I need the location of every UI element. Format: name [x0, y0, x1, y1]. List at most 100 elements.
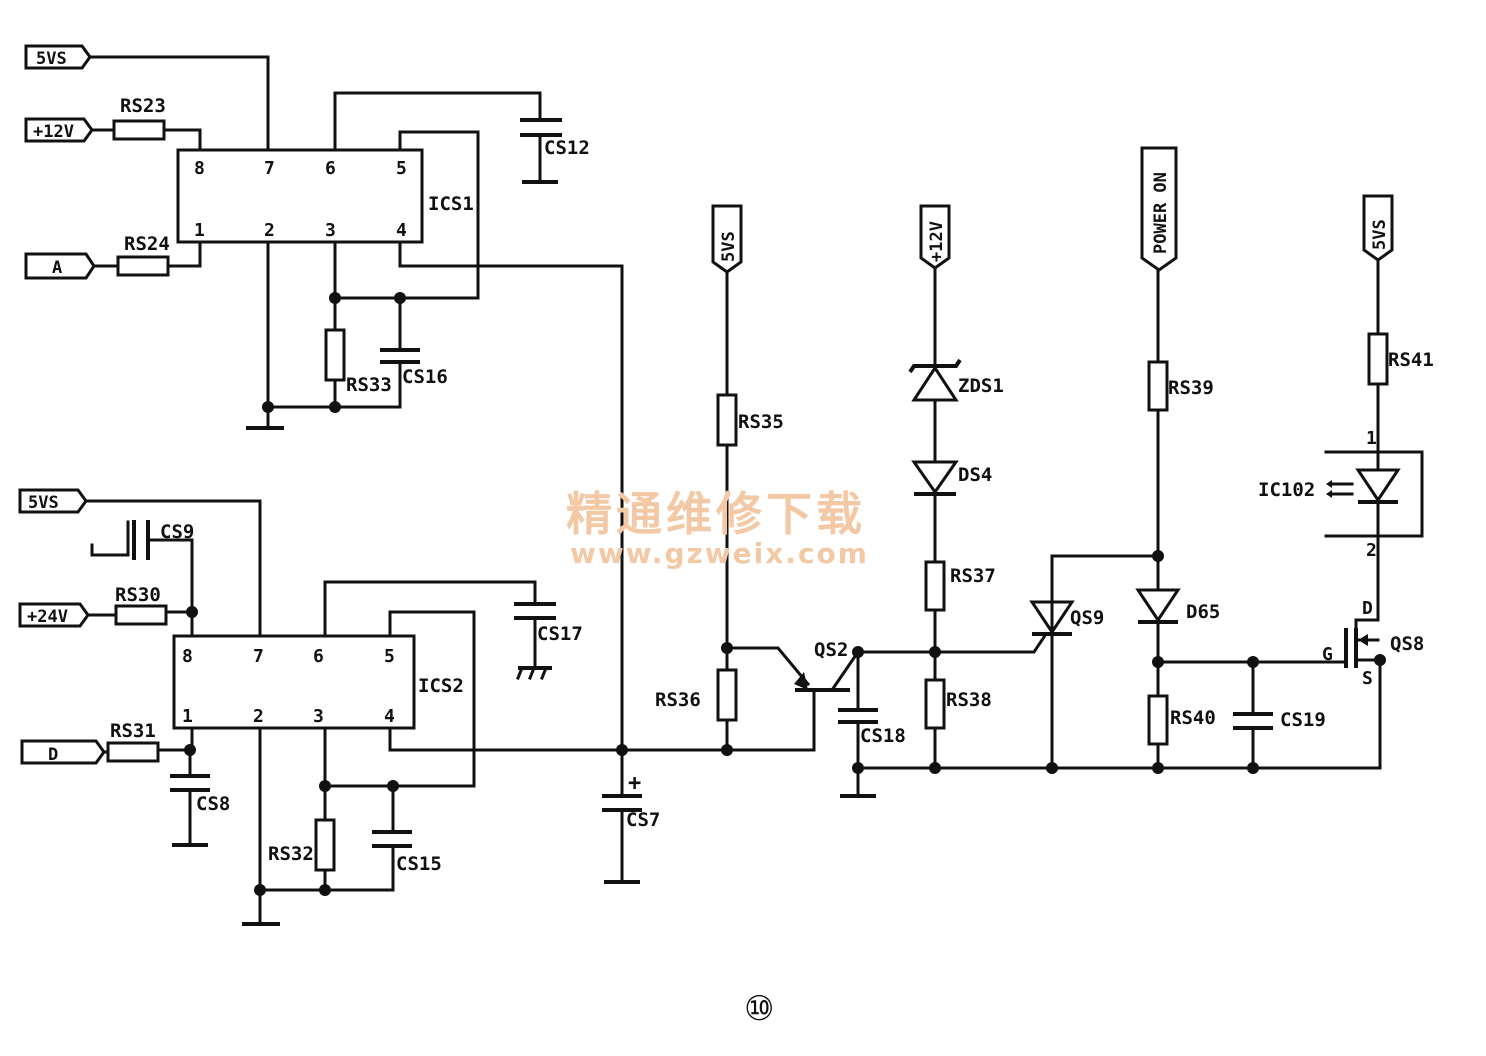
- figure-number: ⑩: [744, 989, 774, 1029]
- rs38-label: RS38: [946, 689, 992, 711]
- ics1-label: ICS1: [428, 193, 474, 215]
- junction-dot: [186, 606, 198, 618]
- ics1-pin-4: 4: [396, 220, 407, 241]
- rs40-label: RS40: [1170, 707, 1216, 729]
- ics1-block: 8 7 6 5 1 2 3 4 ICS1 5VS +12V RS23 A RS2…: [24, 44, 624, 752]
- ic102-label: IC102: [1258, 479, 1315, 501]
- port-5vs-1-label: 5VS: [36, 49, 67, 69]
- light-arrow-icon: [1326, 490, 1332, 498]
- port-5vs-2-label: 5VS: [28, 493, 59, 513]
- ds4-diode-icon: [911, 460, 959, 495]
- ics2-pin-5: 5: [384, 646, 395, 667]
- rs36-label: RS36: [655, 689, 701, 711]
- ic102-body: [1324, 450, 1424, 538]
- cs8-label: CS8: [196, 793, 230, 815]
- cs18-label: CS18: [860, 725, 906, 747]
- ics2-pin-7: 7: [253, 646, 264, 667]
- junction-dot: [262, 401, 274, 413]
- ic102-pin-1: 1: [1366, 428, 1377, 449]
- rs39-resistor: [1147, 360, 1169, 412]
- ics2-pin-6: 6: [313, 646, 324, 667]
- cs17-label: CS17: [537, 623, 583, 645]
- qs8-pin-d: D: [1362, 598, 1373, 619]
- qs2-label: QS2: [814, 639, 848, 661]
- rs31-resistor: [106, 741, 160, 763]
- cs12-label: CS12: [544, 137, 590, 159]
- rs24-resistor: [116, 255, 170, 277]
- rs32-resistor: [314, 818, 336, 872]
- optocoupler-stage: 5VS RS41 1 2 IC102 D G S QS8: [1258, 194, 1434, 689]
- ics1-pin-1: 1: [194, 220, 205, 241]
- rs38-resistor: [924, 678, 946, 730]
- rs40-resistor: [1147, 694, 1169, 746]
- rs37-resistor: [924, 560, 946, 612]
- qs8-pin-g: G: [1322, 644, 1333, 665]
- power-on-chain: POWER ON RS39 D65 RS40 CS19: [1135, 146, 1347, 774]
- qs2-emitter: [725, 646, 811, 687]
- port-24v: [18, 602, 90, 628]
- junction-dot: [1152, 550, 1164, 562]
- qs9-group: QS9: [1029, 554, 1160, 774]
- qs2-stage: 5VS RS35 RS36 QS2 CS18: [655, 204, 938, 798]
- ics2-pin-8: 8: [182, 646, 193, 667]
- port-12v-1-label: +12V: [33, 122, 74, 142]
- junction-dot: [1374, 654, 1386, 666]
- port-12v-v: [919, 204, 951, 270]
- ics2-block: 8 7 6 5 1 2 3 4 ICS2 5VS CS9 +24V RS30 D…: [18, 488, 730, 926]
- ics1-pin-8: 8: [194, 158, 205, 179]
- ics1-body: [176, 148, 424, 244]
- rs41-resistor: [1367, 332, 1389, 386]
- zener-chain: +12V ZDS1 DS4 RS37 RS38: [908, 204, 1049, 774]
- junction-dot: [329, 401, 341, 413]
- ics2-label: ICS2: [418, 675, 464, 697]
- port-5vs-v2: [1362, 194, 1394, 262]
- qs8-pin-s: S: [1362, 668, 1373, 689]
- d65-label: D65: [1186, 601, 1220, 623]
- cs19-label: CS19: [1280, 709, 1326, 731]
- zds1-zener-icon: [911, 365, 959, 402]
- cs7-label: CS7: [626, 809, 660, 831]
- qs9-thyristor-icon: [1029, 600, 1075, 635]
- cs16-label: CS16: [402, 366, 448, 388]
- cs7-plus-sign: +: [628, 771, 641, 796]
- port-d-label: D: [48, 745, 58, 765]
- ics2-body: [172, 634, 416, 730]
- port-5vs-v2-label: 5VS: [1370, 219, 1390, 250]
- zds1-label: ZDS1: [958, 375, 1004, 397]
- port-a: [24, 252, 96, 280]
- rs36-resistor: [716, 668, 738, 722]
- port-5vs-2: [18, 488, 88, 514]
- port-5vs-v1: [711, 204, 743, 274]
- qs2-arrow-icon: [794, 672, 808, 690]
- cs9-label: CS9: [160, 521, 194, 543]
- rs23-label: RS23: [120, 95, 166, 117]
- rs35-resistor: [716, 393, 738, 447]
- d65-diode-icon: [1135, 588, 1181, 623]
- rs31-label: RS31: [110, 720, 156, 742]
- rs35-label: RS35: [738, 411, 784, 433]
- rs30-resistor: [114, 604, 168, 626]
- rs39-label: RS39: [1168, 377, 1214, 399]
- junction-dot: [319, 884, 331, 896]
- rs23-resistor: [112, 119, 166, 141]
- rs37-label: RS37: [950, 565, 996, 587]
- light-arrow-icon: [1326, 480, 1332, 488]
- watermark-cn: 精通维修下载: [566, 487, 866, 541]
- ics2-pin-2: 2: [253, 706, 264, 727]
- ics2-pin-4: 4: [384, 706, 395, 727]
- ics1-pin-2: 2: [264, 220, 275, 241]
- rs33-resistor: [324, 328, 346, 382]
- ics2-pin-3: 3: [313, 706, 324, 727]
- port-a-label: A: [52, 258, 62, 278]
- ics1-pin-5: 5: [396, 158, 407, 179]
- ics1-pin-3: 3: [325, 220, 336, 241]
- zds1-bar: [908, 358, 962, 374]
- rs24-label: RS24: [124, 233, 170, 255]
- cs15-label: CS15: [396, 853, 442, 875]
- ics1-pin-7: 7: [264, 158, 275, 179]
- rs41-label: RS41: [1388, 349, 1434, 371]
- rs32-label: RS32: [268, 843, 314, 865]
- rs30-label: RS30: [115, 584, 161, 606]
- port-12v-1: [24, 117, 94, 143]
